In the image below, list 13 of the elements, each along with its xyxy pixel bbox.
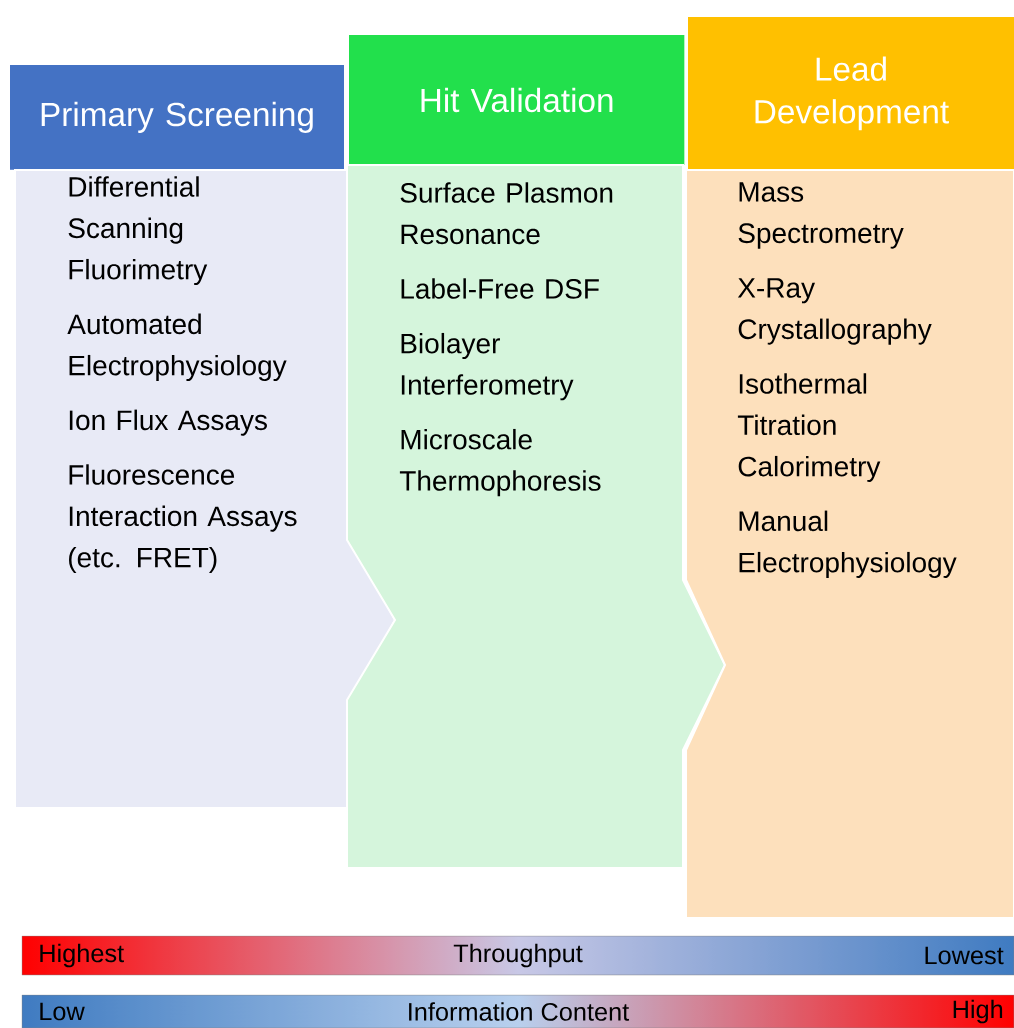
bar-title: Information Content	[409, 1002, 629, 1021]
chevron-panel: Mass Spectrometry X-Ray Crystallography Isothermal Titration Calorimetry Manual Electrophysiology	[685, 169, 1014, 919]
stage-header: Lead Development	[686, 15, 1014, 172]
bar-label: Low	[40, 1002, 85, 1021]
bar-label: Highest	[40, 943, 124, 968]
chevron-panel: Surface Plasmon Resonance Label-Free DSF Biolayer Interferometry Microscale Thermophoresis	[346, 164, 727, 869]
stage-header: Hit Validation	[347, 33, 687, 167]
bar-label: Lowest	[925, 946, 1004, 965]
bar-title: Throughput	[453, 943, 583, 968]
stage-header: Primary Screening	[8, 63, 346, 172]
gradient-bar	[21, 994, 1014, 1028]
gradient-bar	[21, 935, 1014, 976]
bar-label: High	[953, 999, 1003, 1024]
